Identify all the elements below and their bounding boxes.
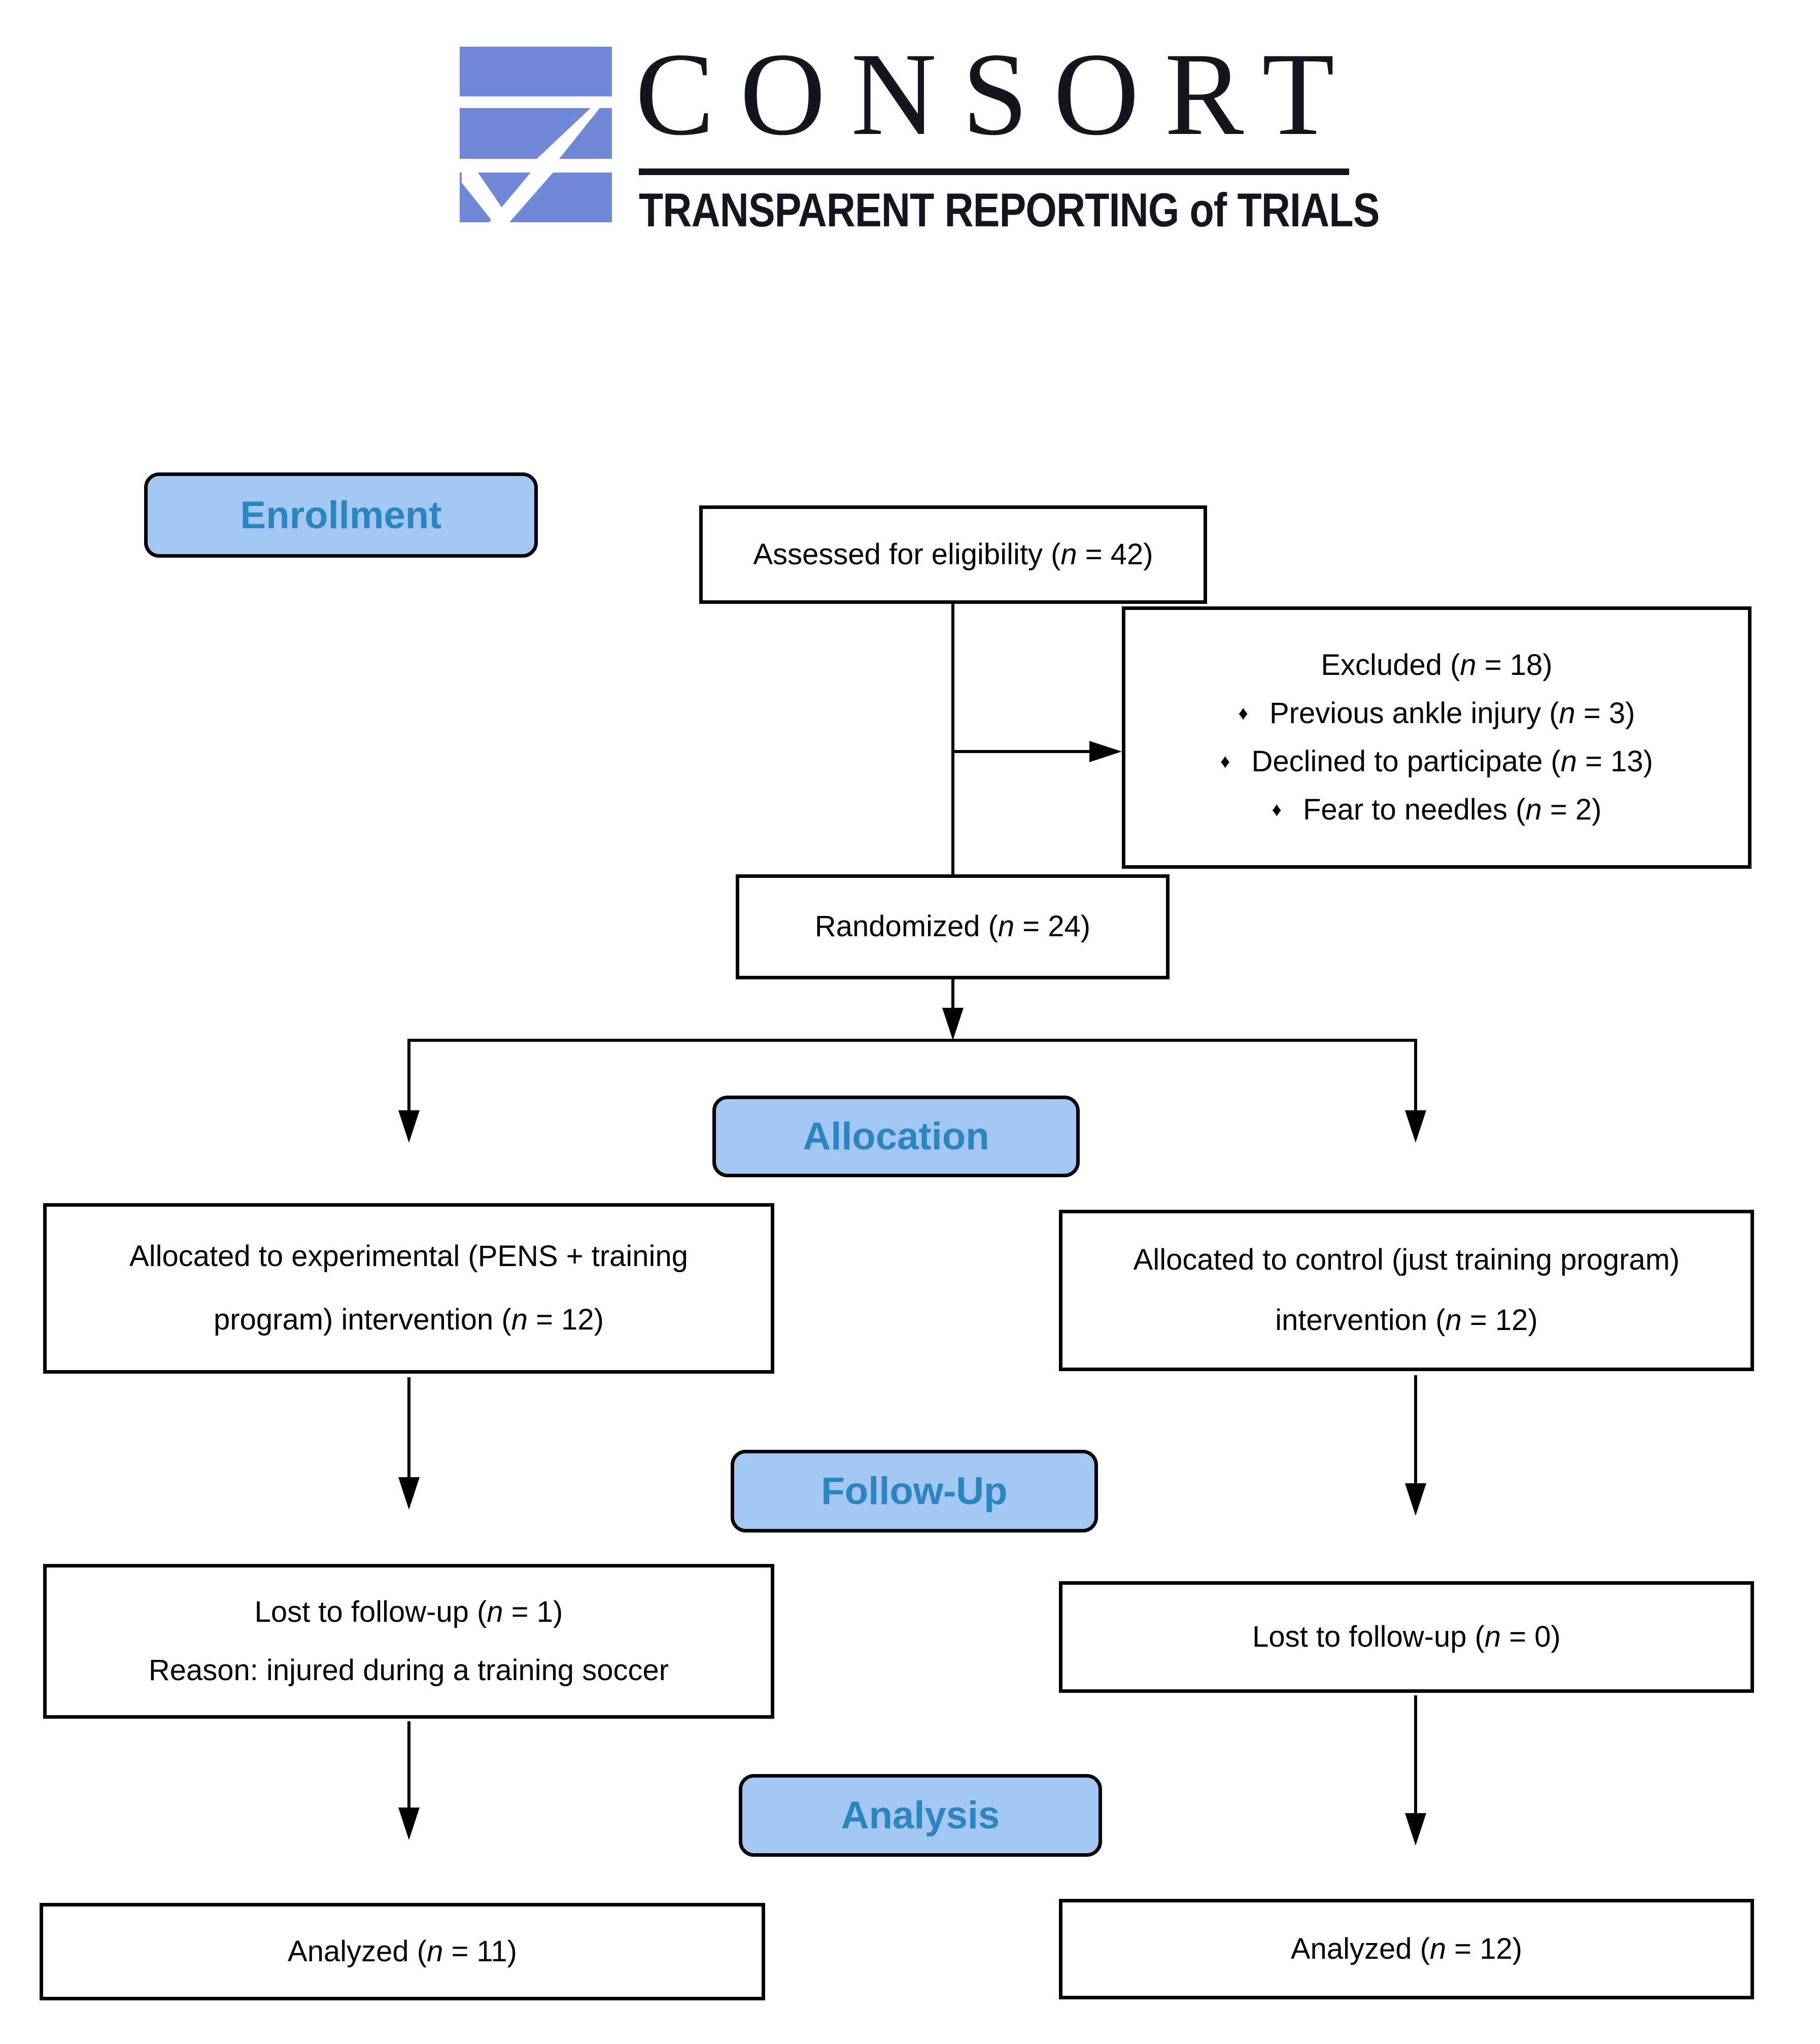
- arrowhead-to-analyzed-control: [1405, 1813, 1426, 1846]
- arrowhead-to-lost-control: [1405, 1483, 1426, 1516]
- connector-split-to-experimental: [407, 1039, 410, 1114]
- arrowhead-to-analyzed-experimental: [398, 1808, 420, 1840]
- allocated-experimental-line2: program) intervention (n = 12): [214, 1303, 604, 1337]
- diamond-bullet-icon: ♦: [1220, 751, 1230, 773]
- analyzed-experimental-box: Analyzed (n = 11): [40, 1903, 765, 2000]
- stage-label-allocation: Allocation: [712, 1096, 1080, 1177]
- excluded-item-text: Previous ankle injury (n = 3): [1269, 696, 1635, 730]
- connector-branch-to-excluded: [953, 750, 1093, 753]
- stage-label-enrollment: Enrollment: [144, 472, 538, 558]
- stage-label-follow-up: Follow-Up: [731, 1450, 1098, 1532]
- consort-wordmark: CONSORT: [635, 28, 1360, 160]
- diamond-bullet-icon: ♦: [1272, 799, 1282, 821]
- assessed-for-eligibility-box: Assessed for eligibility (n = 42): [699, 505, 1207, 604]
- analyzed-experimental-text: Analyzed (n = 11): [288, 1934, 517, 1968]
- excluded-title: Excluded (n = 18): [1321, 648, 1553, 682]
- connector-randomized-to-split: [951, 979, 954, 1011]
- excluded-item-row: ♦ Previous ankle injury (n = 3): [1239, 695, 1635, 732]
- allocated-experimental-line1: Allocated to experimental (PENS + traini…: [129, 1240, 688, 1273]
- lost-experimental-line1: Lost to follow-up (n = 1): [254, 1595, 563, 1628]
- allocated-control-line2: intervention (n = 12): [1275, 1304, 1538, 1337]
- consort-tagline: TRANSPARENT REPORTING of TRIALS: [639, 183, 1380, 236]
- consort-logo-divider: [639, 168, 1349, 175]
- connector-allocation-split-bar: [409, 1039, 1416, 1042]
- lost-followup-control-box: Lost to follow-up (n = 0): [1059, 1581, 1754, 1693]
- arrowhead-to-allocated-control: [1405, 1110, 1426, 1143]
- excluded-box: Excluded (n = 18) ♦ Previous ankle injur…: [1122, 606, 1752, 869]
- randomized-text: Randomized (n = 24): [814, 910, 1091, 943]
- randomized-box: Randomized (n = 24): [736, 874, 1170, 979]
- check-mark-arm: [462, 173, 506, 222]
- lost-followup-experimental-box: Lost to follow-up (n = 1) Reason: injure…: [43, 1564, 774, 1719]
- lost-experimental-line2: Reason: injured during a training soccer: [148, 1653, 669, 1687]
- connector-experimental-to-followup: [407, 1377, 410, 1480]
- diamond-bullet-icon: ♦: [1238, 702, 1248, 724]
- arrowhead-randomized-to-split: [942, 1008, 964, 1040]
- check-mark-stem-lower: [489, 173, 553, 222]
- allocated-control-box: Allocated to control (just training prog…: [1059, 1210, 1754, 1371]
- analyzed-control-box: Analyzed (n = 12): [1059, 1899, 1754, 1999]
- connector-split-to-control: [1414, 1039, 1417, 1114]
- assessed-text: Assessed for eligibility (n = 42): [753, 537, 1153, 571]
- check-mark-stem-upper: [537, 108, 600, 159]
- excluded-item-row: ♦ Fear to needles (n = 2): [1272, 792, 1602, 829]
- connector-assessed-to-randomized: [951, 604, 954, 874]
- excluded-item-row: ♦ Declined to participate (n = 13): [1220, 743, 1653, 780]
- arrowhead-to-allocated-experimental: [398, 1110, 420, 1143]
- consort-logo-icon: [460, 47, 612, 222]
- analyzed-control-text: Analyzed (n = 12): [1290, 1932, 1523, 1965]
- allocated-control-line1: Allocated to control (just training prog…: [1133, 1243, 1680, 1277]
- lost-control-text: Lost to follow-up (n = 0): [1252, 1620, 1561, 1653]
- excluded-item-text: Declined to participate (n = 13): [1251, 744, 1653, 778]
- connector-control-to-analysis: [1414, 1695, 1417, 1816]
- connector-control-to-followup: [1414, 1375, 1417, 1485]
- arrowhead-to-excluded: [1089, 741, 1122, 762]
- excluded-item-text: Fear to needles (n = 2): [1302, 793, 1602, 826]
- connector-experimental-to-analysis: [407, 1721, 410, 1811]
- allocated-experimental-box: Allocated to experimental (PENS + traini…: [43, 1203, 774, 1374]
- stage-label-analysis: Analysis: [739, 1774, 1102, 1857]
- arrowhead-to-lost-experimental: [398, 1477, 420, 1510]
